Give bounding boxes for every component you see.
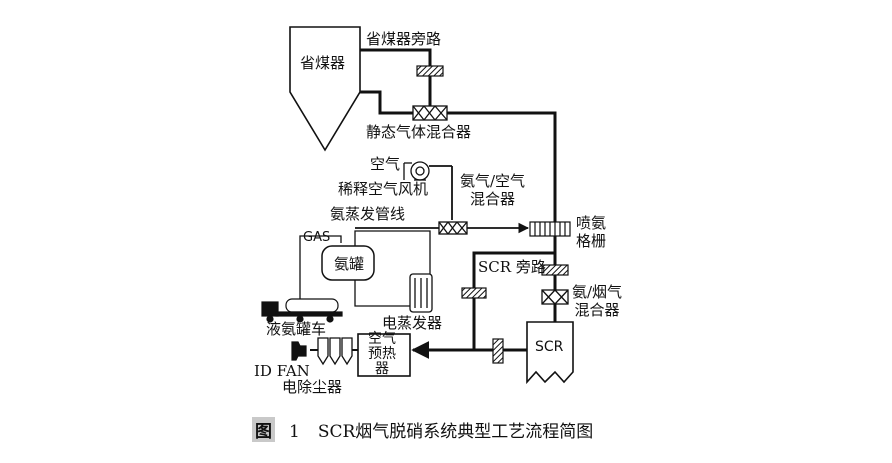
- label-tanker-truck: 液氨罐车: [266, 320, 327, 338]
- label-scr: SCR: [535, 339, 564, 355]
- label-air: 空气: [370, 155, 401, 173]
- outlet-damper: [492, 338, 504, 364]
- bypass-damper: [416, 65, 444, 77]
- esp-icon: [310, 337, 353, 366]
- static-gas-mixer: [412, 105, 448, 121]
- air-preheater: [357, 333, 411, 377]
- label-ammonia-flue-mixer: 氨/烟气 混合器: [572, 283, 623, 319]
- scr-bypass-damper: [461, 287, 487, 299]
- ammonia-tank: [321, 245, 375, 281]
- label-ammonia-steam-line: 氨蒸发管线: [330, 205, 406, 223]
- label-air-preheater: 空气 预热 器: [368, 331, 396, 377]
- label-ammonia-tank: 氨罐: [334, 255, 365, 273]
- tanker-truck-icon: [261, 298, 343, 323]
- electric-evaporator: [409, 273, 433, 313]
- label-dilution-fan: 稀释空气风机: [338, 180, 429, 198]
- label-ammonia-air-mixer: 氨气/空气 混合器: [460, 172, 526, 208]
- label-economizer: 省煤器: [300, 54, 346, 72]
- scr-bypass-line: [472, 251, 555, 350]
- ammonia-air-mixer: [438, 221, 468, 235]
- economizer: [289, 26, 361, 152]
- label-economizer-bypass: 省煤器旁路: [366, 30, 442, 48]
- label-esp: 电除尘器: [282, 378, 343, 396]
- label-ammonia-grid: 喷氨 格栅: [576, 214, 607, 250]
- dilution-fan-icon: [403, 161, 452, 181]
- figure-tag: 图: [252, 417, 275, 442]
- ammonia-flue-mixer: [541, 289, 569, 305]
- id-fan-icon: [291, 341, 307, 361]
- label-scr-bypass: SCR 旁路: [478, 258, 546, 276]
- scr-inlet-damper: [541, 264, 569, 276]
- economizer-bypass-line: [360, 48, 557, 222]
- label-gas: GAS: [303, 230, 331, 245]
- label-electric-evaporator: 电蒸发器: [382, 314, 443, 332]
- figure-number: 1: [289, 422, 300, 442]
- label-id-fan: ID FAN: [254, 362, 310, 380]
- figure-title: SCR烟气脱硝系统典型工艺流程简图: [317, 422, 594, 442]
- ammonia-injection-grid: [529, 221, 571, 237]
- label-static-mixer: 静态气体混合器: [366, 123, 472, 141]
- scr-reactor: [526, 321, 574, 385]
